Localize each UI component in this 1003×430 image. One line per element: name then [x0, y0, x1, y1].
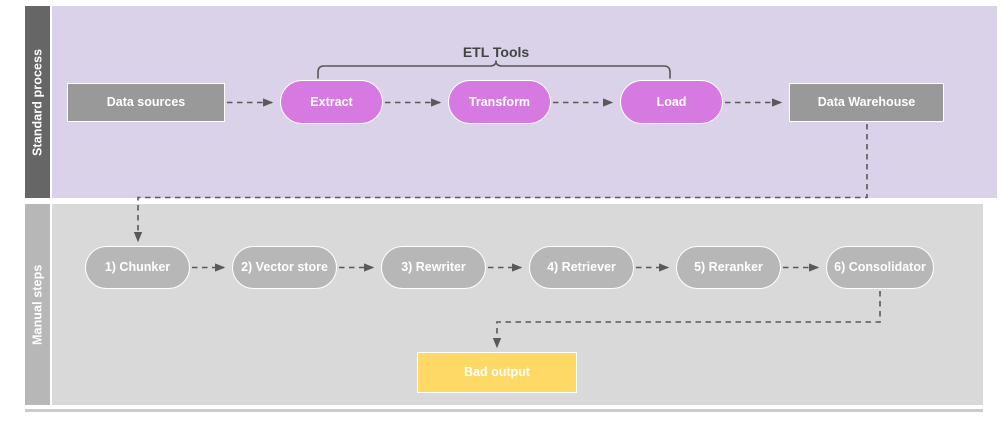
node-rewriter[interactable]: 3) Rewriter: [381, 246, 486, 289]
bottom-divider-rule: [25, 409, 983, 412]
node-retriever[interactable]: 4) Retriever: [529, 246, 634, 289]
node-vector-store[interactable]: 2) Vector store: [232, 246, 337, 289]
node-bad-output[interactable]: Bad output: [417, 352, 577, 393]
lane-label-manual-steps: Manual steps: [25, 204, 50, 405]
node-consolidator[interactable]: 6) Consolidator: [826, 246, 934, 289]
etl-tools-label: ETL Tools: [462, 44, 530, 60]
node-transform[interactable]: Transform: [448, 80, 551, 124]
node-chunker[interactable]: 1) Chunker: [85, 246, 190, 289]
lane-label-standard-process: Standard process: [25, 6, 50, 198]
node-data-warehouse[interactable]: Data Warehouse: [789, 83, 944, 122]
node-extract[interactable]: Extract: [280, 80, 383, 124]
node-data-sources[interactable]: Data sources: [67, 83, 225, 122]
node-load[interactable]: Load: [620, 80, 723, 124]
node-reranker[interactable]: 5) Reranker: [676, 246, 781, 289]
